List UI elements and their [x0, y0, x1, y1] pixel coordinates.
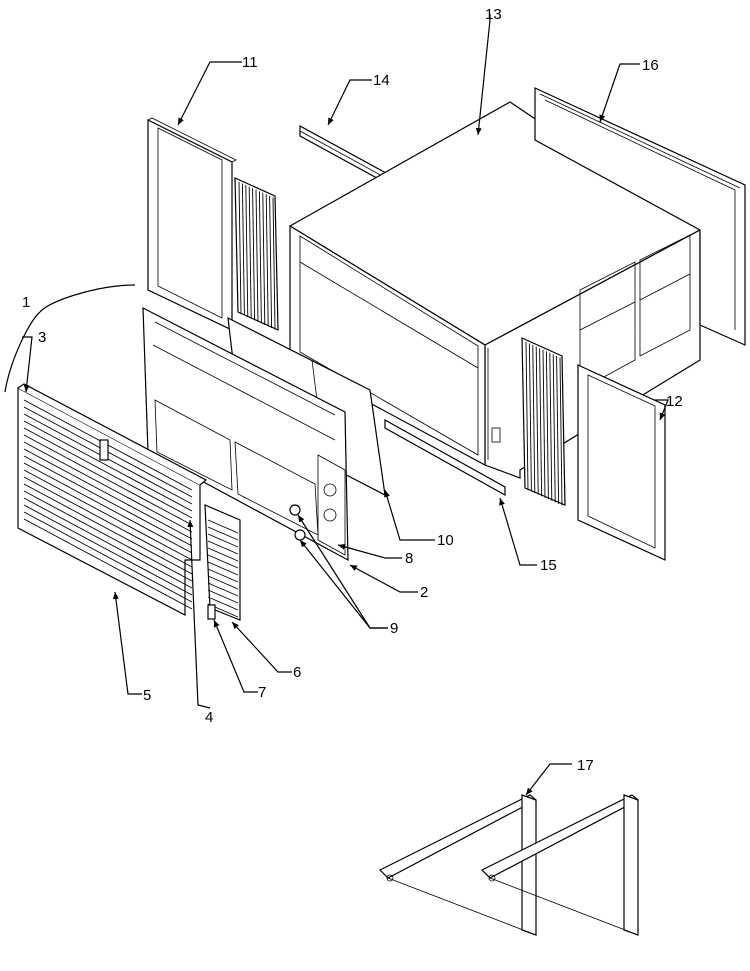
louver-line	[525, 341, 529, 491]
louver-line	[23, 504, 193, 596]
louver-line	[535, 346, 539, 495]
louver-line	[539, 348, 543, 497]
louver-line	[207, 554, 239, 569]
side-louver-panel-right	[521, 337, 566, 506]
rear-frame	[534, 87, 746, 346]
side-grille-small	[204, 504, 241, 621]
louver-line	[207, 547, 239, 562]
louver-line	[23, 441, 193, 533]
callout-5: 5	[143, 687, 151, 704]
louver-line	[545, 351, 549, 500]
louver-line	[23, 483, 193, 575]
side-louver-panel-left	[234, 177, 279, 331]
louver-line	[207, 568, 239, 583]
louver-line	[207, 526, 239, 541]
leader-lines	[4, 14, 669, 796]
louver-line	[207, 533, 239, 548]
louver-line	[265, 194, 269, 327]
callout-15: 15	[540, 557, 557, 574]
louver-line	[23, 511, 193, 603]
front-grille	[17, 383, 208, 616]
louver-line	[23, 518, 193, 610]
louver-line	[528, 343, 532, 492]
louver-line	[23, 476, 193, 568]
callout-8: 8	[405, 550, 413, 567]
louver-line	[207, 575, 239, 590]
louver-line	[207, 540, 239, 555]
side-curtain-frame-right	[577, 364, 666, 561]
callout-7: 7	[258, 684, 266, 701]
callout-14: 14	[373, 72, 390, 89]
small-tab	[207, 604, 216, 620]
louver-line	[549, 352, 553, 501]
callout-1: 1	[22, 294, 30, 311]
louver-line	[245, 185, 249, 318]
louver-line	[23, 434, 193, 526]
louver-line	[559, 357, 563, 506]
louver-line	[552, 354, 556, 503]
louver-line	[207, 589, 239, 604]
louver-line	[207, 561, 239, 576]
louver-line	[23, 490, 193, 582]
louver-line	[255, 189, 259, 322]
louver-line	[542, 349, 546, 498]
louver-line	[23, 469, 193, 561]
louver-line	[23, 497, 193, 589]
louver-line	[272, 197, 276, 330]
louver-line	[241, 183, 245, 316]
callout-9: 9	[390, 620, 398, 637]
callout-17: 17	[577, 757, 594, 774]
louver-line	[23, 455, 193, 547]
bottom-rail	[384, 418, 506, 497]
callout-labels: 13 11 14 16 1 3 12 10 8 15 2 9 6 5 7 4 1…	[22, 6, 683, 774]
louver-line	[207, 596, 239, 611]
louver-line	[269, 195, 273, 328]
callout-6: 6	[293, 664, 301, 681]
louver-line	[258, 191, 262, 324]
callout-2: 2	[420, 584, 428, 601]
callout-12: 12	[666, 393, 683, 410]
louver-line	[207, 519, 239, 534]
side-curtain-frame-left	[147, 117, 237, 331]
louver-line	[532, 345, 536, 494]
support-brackets	[378, 794, 640, 936]
callout-16: 16	[642, 57, 659, 74]
louver-line	[23, 427, 193, 519]
louver-line	[238, 181, 242, 315]
louver-line	[262, 192, 266, 325]
louver-line	[252, 188, 256, 321]
front-panel-frame	[142, 306, 349, 562]
callout-10: 10	[437, 532, 454, 549]
callout-3: 3	[38, 329, 46, 346]
louver-line	[23, 420, 193, 512]
louver-line	[248, 186, 252, 319]
louver-line	[207, 582, 239, 597]
louver-line	[23, 462, 193, 554]
control-knobs	[289, 504, 306, 541]
callout-11: 11	[242, 54, 258, 71]
louver-line	[556, 355, 560, 504]
callout-4: 4	[205, 709, 213, 726]
callout-13: 13	[485, 6, 502, 23]
louver-line	[23, 448, 193, 540]
